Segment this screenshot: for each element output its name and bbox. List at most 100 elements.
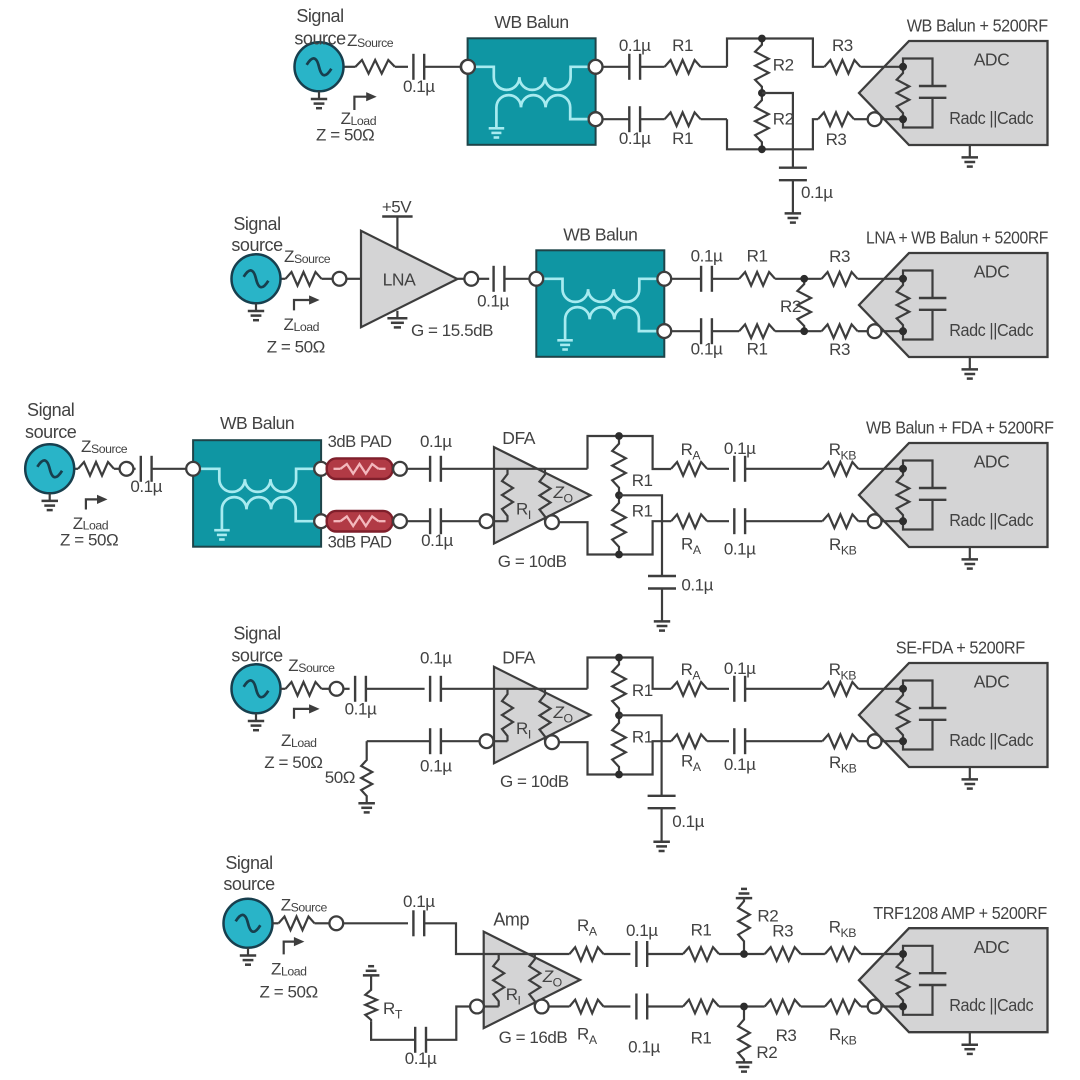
- svg-text:RA: RA: [681, 535, 702, 558]
- svg-text:WB Balun: WB Balun: [494, 12, 568, 32]
- svg-text:0.1µ: 0.1µ: [130, 477, 162, 496]
- svg-text:Radc ||Cadc: Radc ||Cadc: [949, 730, 1034, 750]
- svg-text:R1: R1: [632, 681, 653, 700]
- svg-text:ZO: ZO: [542, 967, 562, 990]
- svg-text:3dB PAD: 3dB PAD: [328, 533, 392, 552]
- svg-text:Z = 50Ω: Z = 50Ω: [260, 983, 318, 1002]
- svg-text:Signal: Signal: [296, 6, 343, 26]
- svg-text:ADC: ADC: [974, 262, 1010, 282]
- svg-text:+5V: +5V: [382, 198, 412, 217]
- svg-text:ZLoad: ZLoad: [73, 514, 109, 533]
- svg-text:0.1µ: 0.1µ: [626, 921, 658, 940]
- svg-text:Radc ||Cadc: Radc ||Cadc: [949, 510, 1034, 530]
- svg-text:0.1µ: 0.1µ: [691, 340, 723, 359]
- svg-text:0.1µ: 0.1µ: [403, 77, 435, 96]
- svg-text:ZSource: ZSource: [281, 896, 328, 915]
- svg-text:Signal: Signal: [27, 400, 74, 420]
- svg-text:R3: R3: [826, 130, 847, 149]
- svg-text:0.1µ: 0.1µ: [801, 183, 833, 202]
- svg-text:0.1µ: 0.1µ: [681, 576, 713, 595]
- svg-text:G = 10dB: G = 10dB: [500, 772, 569, 791]
- svg-text:ZLoad: ZLoad: [281, 731, 317, 750]
- svg-text:Radc ||Cadc: Radc ||Cadc: [949, 995, 1034, 1015]
- svg-text:ADC: ADC: [974, 50, 1010, 70]
- svg-text:ZLoad: ZLoad: [341, 109, 377, 128]
- svg-text:RA: RA: [681, 440, 702, 463]
- svg-text:R2: R2: [773, 110, 794, 129]
- svg-text:RKB: RKB: [829, 918, 857, 941]
- svg-text:ZO: ZO: [553, 703, 573, 726]
- svg-text:Z = 50Ω: Z = 50Ω: [267, 338, 325, 357]
- svg-text:0.1µ: 0.1µ: [619, 36, 651, 55]
- svg-text:DFA: DFA: [502, 648, 535, 668]
- svg-text:RA: RA: [577, 1025, 598, 1048]
- svg-text:LNA + WB Balun + 5200RF: LNA + WB Balun + 5200RF: [866, 228, 1048, 248]
- svg-text:LNA: LNA: [383, 270, 416, 290]
- svg-text:ZSource: ZSource: [81, 437, 128, 456]
- svg-text:R3: R3: [776, 1026, 797, 1045]
- svg-text:ADC: ADC: [974, 672, 1010, 692]
- svg-text:WB Balun: WB Balun: [563, 225, 637, 245]
- svg-text:0.1µ: 0.1µ: [345, 700, 377, 719]
- svg-text:Radc ||Cadc: Radc ||Cadc: [949, 108, 1034, 128]
- svg-text:RI: RI: [506, 985, 521, 1008]
- svg-text:0.1µ: 0.1µ: [724, 755, 756, 774]
- svg-text:source: source: [231, 235, 283, 255]
- svg-text:source: source: [294, 29, 346, 49]
- svg-text:Z = 50Ω: Z = 50Ω: [264, 753, 322, 772]
- svg-text:ZSource: ZSource: [347, 31, 394, 50]
- svg-text:0.1µ: 0.1µ: [420, 757, 452, 776]
- svg-text:RA: RA: [681, 752, 702, 775]
- svg-text:ZSource: ZSource: [284, 247, 331, 266]
- svg-text:Signal: Signal: [233, 214, 280, 234]
- svg-text:RKB: RKB: [829, 440, 857, 463]
- svg-text:RA: RA: [681, 660, 702, 683]
- svg-text:R2: R2: [756, 1043, 777, 1062]
- svg-text:R1: R1: [691, 1029, 712, 1048]
- svg-text:RT: RT: [383, 999, 403, 1022]
- svg-text:R2: R2: [780, 297, 801, 316]
- svg-text:R1: R1: [747, 340, 768, 359]
- svg-text:RKB: RKB: [829, 660, 857, 683]
- svg-text:0.1µ: 0.1µ: [420, 432, 452, 451]
- svg-text:RI: RI: [516, 719, 531, 742]
- svg-text:ZLoad: ZLoad: [284, 315, 320, 334]
- svg-text:0.1µ: 0.1µ: [691, 247, 723, 266]
- svg-text:RA: RA: [577, 916, 598, 939]
- svg-text:0.1µ: 0.1µ: [420, 649, 452, 668]
- svg-text:RKB: RKB: [829, 753, 857, 776]
- svg-text:RI: RI: [516, 500, 531, 523]
- svg-text:R1: R1: [672, 36, 693, 55]
- svg-text:RKB: RKB: [829, 1025, 857, 1048]
- svg-text:Signal: Signal: [233, 624, 280, 644]
- svg-text:Z = 50Ω: Z = 50Ω: [316, 125, 374, 144]
- svg-text:0.1µ: 0.1µ: [619, 129, 651, 148]
- svg-text:TRF1208 AMP + 5200RF: TRF1208 AMP + 5200RF: [873, 903, 1047, 923]
- svg-text:RKB: RKB: [829, 535, 857, 558]
- svg-text:source: source: [25, 422, 77, 442]
- svg-text:R1: R1: [672, 129, 693, 148]
- svg-text:source: source: [231, 646, 283, 666]
- svg-text:0.1µ: 0.1µ: [724, 659, 756, 678]
- svg-text:G = 10dB: G = 10dB: [498, 552, 567, 571]
- svg-text:SE-FDA + 5200RF: SE-FDA + 5200RF: [896, 638, 1025, 658]
- svg-text:R2: R2: [773, 56, 794, 75]
- svg-text:R2: R2: [757, 907, 778, 926]
- svg-text:R1: R1: [691, 921, 712, 940]
- svg-text:R1: R1: [632, 502, 653, 521]
- svg-text:R3: R3: [772, 922, 793, 941]
- svg-text:Amp: Amp: [493, 910, 529, 930]
- svg-text:R3: R3: [829, 340, 850, 359]
- svg-text:0.1µ: 0.1µ: [724, 540, 756, 559]
- svg-text:Signal: Signal: [225, 853, 272, 873]
- svg-text:DFA: DFA: [502, 428, 535, 448]
- svg-text:50Ω: 50Ω: [325, 768, 355, 787]
- svg-text:ADC: ADC: [974, 937, 1010, 957]
- svg-text:Radc ||Cadc: Radc ||Cadc: [949, 320, 1034, 340]
- svg-text:WB Balun: WB Balun: [220, 413, 294, 433]
- svg-text:R3: R3: [832, 36, 853, 55]
- svg-text:ZO: ZO: [553, 483, 573, 506]
- svg-text:Z = 50Ω: Z = 50Ω: [60, 531, 118, 550]
- svg-text:ZSource: ZSource: [288, 656, 335, 675]
- svg-text:R1: R1: [747, 247, 768, 266]
